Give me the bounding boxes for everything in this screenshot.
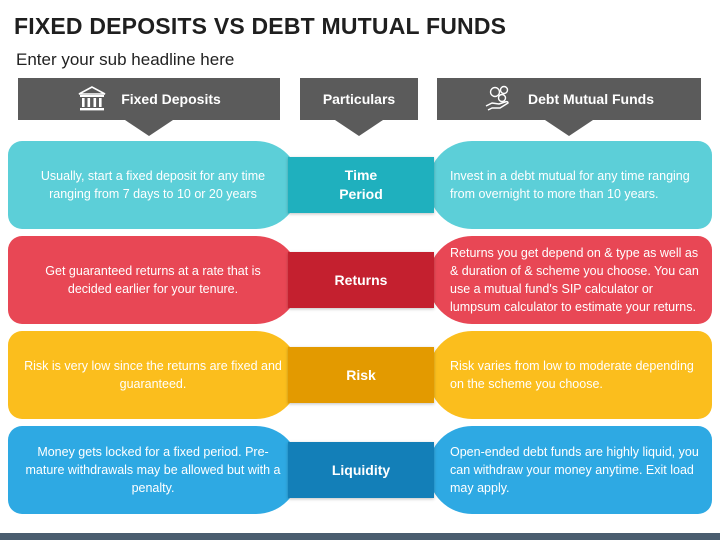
fixed-deposit-card: Usually, start a fixed deposit for any t… — [8, 141, 300, 229]
header-particulars: Particulars — [300, 78, 418, 136]
comparison-row-liquidity: Money gets locked for a fixed period. Pr… — [8, 426, 712, 514]
comparison-row-risk: Risk is very low since the returns are f… — [8, 331, 712, 419]
particular-label-line2: Period — [339, 186, 383, 202]
particular-label-line1: Liquidity — [331, 461, 391, 478]
comparison-row-returns: Get guaranteed returns at a rate that is… — [8, 236, 712, 324]
bank-icon — [77, 85, 107, 113]
footer-bar — [0, 533, 720, 540]
debt-fund-card: Returns you get depend on & type as well… — [428, 236, 712, 324]
header-fixed-deposits-label: Fixed Deposits — [121, 91, 221, 107]
fixed-deposit-card: Money gets locked for a fixed period. Pr… — [8, 426, 300, 514]
debt-fund-card: Open-ended debt funds are highly liquid,… — [428, 426, 712, 514]
particular-label: Risk — [288, 347, 434, 403]
header-pointer — [125, 120, 173, 136]
header-debt-mutual-funds: Debt Mutual Funds — [437, 78, 701, 136]
particular-label-line1: Returns — [334, 271, 388, 288]
header-fixed-deposits: Fixed Deposits — [18, 78, 280, 136]
particular-label: Liquidity — [288, 442, 434, 498]
fixed-deposit-card: Get guaranteed returns at a rate that is… — [8, 236, 300, 324]
money-hand-icon — [484, 85, 514, 113]
debt-fund-card: Risk varies from low to moderate dependi… — [428, 331, 712, 419]
comparison-row-time-period: Usually, start a fixed deposit for any t… — [8, 141, 712, 229]
page-title: FIXED DEPOSITS VS DEBT MUTUAL FUNDS — [14, 13, 507, 39]
fixed-deposit-card: Risk is very low since the returns are f… — [8, 331, 300, 419]
page-subtitle: Enter your sub headline here — [16, 50, 235, 69]
header-debt-mutual-funds-label: Debt Mutual Funds — [528, 91, 654, 107]
header-pointer — [335, 120, 383, 136]
particular-label: Returns — [288, 252, 434, 308]
header-particulars-label: Particulars — [322, 91, 396, 107]
debt-fund-card: Invest in a debt mutual for any time ran… — [428, 141, 712, 229]
header-pointer — [545, 120, 593, 136]
particular-label-line1: Risk — [346, 366, 376, 383]
particular-label: Time Period — [288, 157, 434, 213]
particular-label-line1: Time — [344, 167, 378, 183]
